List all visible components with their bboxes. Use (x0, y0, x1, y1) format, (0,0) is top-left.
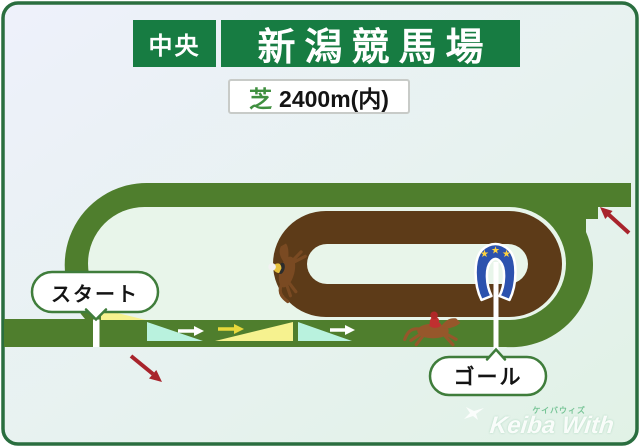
category-badge: 中央 (133, 20, 216, 67)
slope-downhill-1 (147, 322, 203, 341)
watermark-name-label: Keiba With (488, 412, 616, 439)
direction-arrow-icon-start (129, 354, 162, 382)
star-icon: ★ (480, 249, 489, 260)
start-label: スタート (51, 283, 139, 306)
slope-uphill (215, 322, 293, 341)
goal-label: ゴール (453, 366, 523, 389)
horse-logo-icon (464, 407, 484, 420)
distance-label: 2400m(内) (279, 85, 389, 112)
goal-bubble (428, 347, 548, 397)
slope-arrow-right-icon-1 (178, 326, 204, 336)
course-condition-box: 芝 2400m(内) (228, 79, 410, 114)
racecourse-title-label: 新潟競馬場 (257, 27, 493, 69)
start-bubble (30, 270, 160, 322)
racehorse-yellow (268, 243, 307, 304)
direction-arrow-icon-top-right (600, 207, 631, 235)
star-icon: ★ (491, 246, 500, 257)
watermark-kana-label: ケイバウィズ (532, 406, 586, 415)
slope-arrow-right-icon-2 (218, 324, 244, 334)
slope-downhill-2 (298, 322, 352, 341)
dirt-infield (307, 244, 528, 284)
start-line (93, 319, 100, 347)
category-badge-label: 中央 (148, 33, 201, 60)
page-title: 新潟競馬場 (221, 20, 520, 69)
star-icon: ★ (502, 249, 511, 260)
site-watermark: ケイバウィズ Keiba With (462, 404, 628, 440)
goal-line (493, 262, 499, 352)
slope-arrow-right-icon-3 (330, 325, 355, 335)
racehorse-red (403, 311, 461, 347)
surface-label: 芝 (249, 85, 273, 112)
horseshoe-goal-icon: ★ ★ ★ (474, 242, 517, 302)
